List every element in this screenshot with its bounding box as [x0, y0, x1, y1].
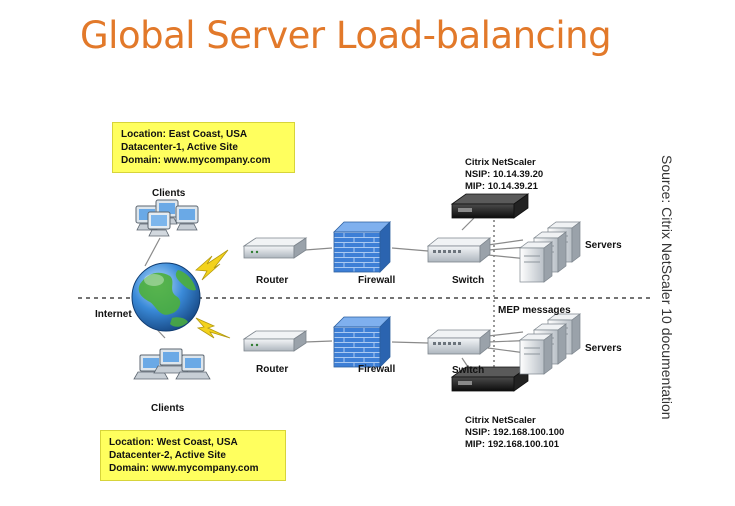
west-location: Location: West Coast, USA — [109, 437, 238, 448]
netscaler-appliance-icon — [450, 193, 530, 392]
east-datacenter: Datacenter-1, Active Site — [121, 142, 238, 153]
west-site-note: Location: West Coast, USA Datacenter-2, … — [100, 430, 286, 481]
west-domain: Domain: www.mycompany.com — [109, 463, 259, 474]
clients-label-west: Clients — [151, 403, 185, 414]
page-title: Global Server Load-balancing — [80, 14, 612, 57]
switch-label-west: Switch — [452, 365, 485, 376]
east-netscaler-info: Citrix NetScaler NSIP: 10.14.39.20 MIP: … — [465, 157, 543, 193]
firewall-label-east: Firewall — [358, 275, 396, 286]
firewall-label-west: Firewall — [358, 364, 396, 375]
servers-label-east: Servers — [585, 240, 622, 251]
east-mip: MIP: 10.14.39.21 — [465, 181, 538, 192]
servers-label-west: Servers — [585, 343, 622, 354]
laptop-icon — [133, 348, 211, 380]
east-location: Location: East Coast, USA — [121, 129, 248, 140]
source-credit-text: Source: Citrix NetScaler 10 documentatio… — [659, 155, 675, 420]
router-label-east: Router — [256, 275, 289, 286]
east-nsip: NSIP: 10.14.39.20 — [465, 169, 544, 180]
east-site-note: Location: East Coast, USA Datacenter-1, … — [112, 122, 295, 173]
globe-icon — [131, 262, 201, 332]
west-datacenter: Datacenter-2, Active Site — [109, 450, 226, 461]
router-label-west: Router — [256, 364, 289, 375]
west-nsip: NSIP: 192.168.100.100 — [465, 427, 565, 438]
west-netscaler-info: Citrix NetScaler NSIP: 192.168.100.100 M… — [465, 415, 564, 451]
clients-label-east: Clients — [152, 188, 186, 199]
server-tower-icon — [518, 221, 582, 283]
internet-label: Internet — [95, 309, 132, 320]
east-netscaler-name: Citrix NetScaler — [465, 157, 536, 168]
router-icon — [242, 237, 308, 352]
mep-messages-label: MEP messages — [498, 305, 571, 316]
west-netscaler-name: Citrix NetScaler — [465, 415, 536, 426]
switch-icon — [426, 237, 492, 355]
firewall-icon — [333, 221, 391, 368]
lightning-bolt-icon — [195, 249, 231, 339]
source-credit: Source: Citrix NetScaler 10 documentatio… — [655, 155, 675, 460]
server-tower-icon — [518, 313, 582, 375]
east-domain: Domain: www.mycompany.com — [121, 155, 271, 166]
switch-label-east: Switch — [452, 275, 485, 286]
west-mip: MIP: 192.168.100.101 — [465, 439, 560, 450]
client-monitor-icon — [135, 199, 199, 237]
